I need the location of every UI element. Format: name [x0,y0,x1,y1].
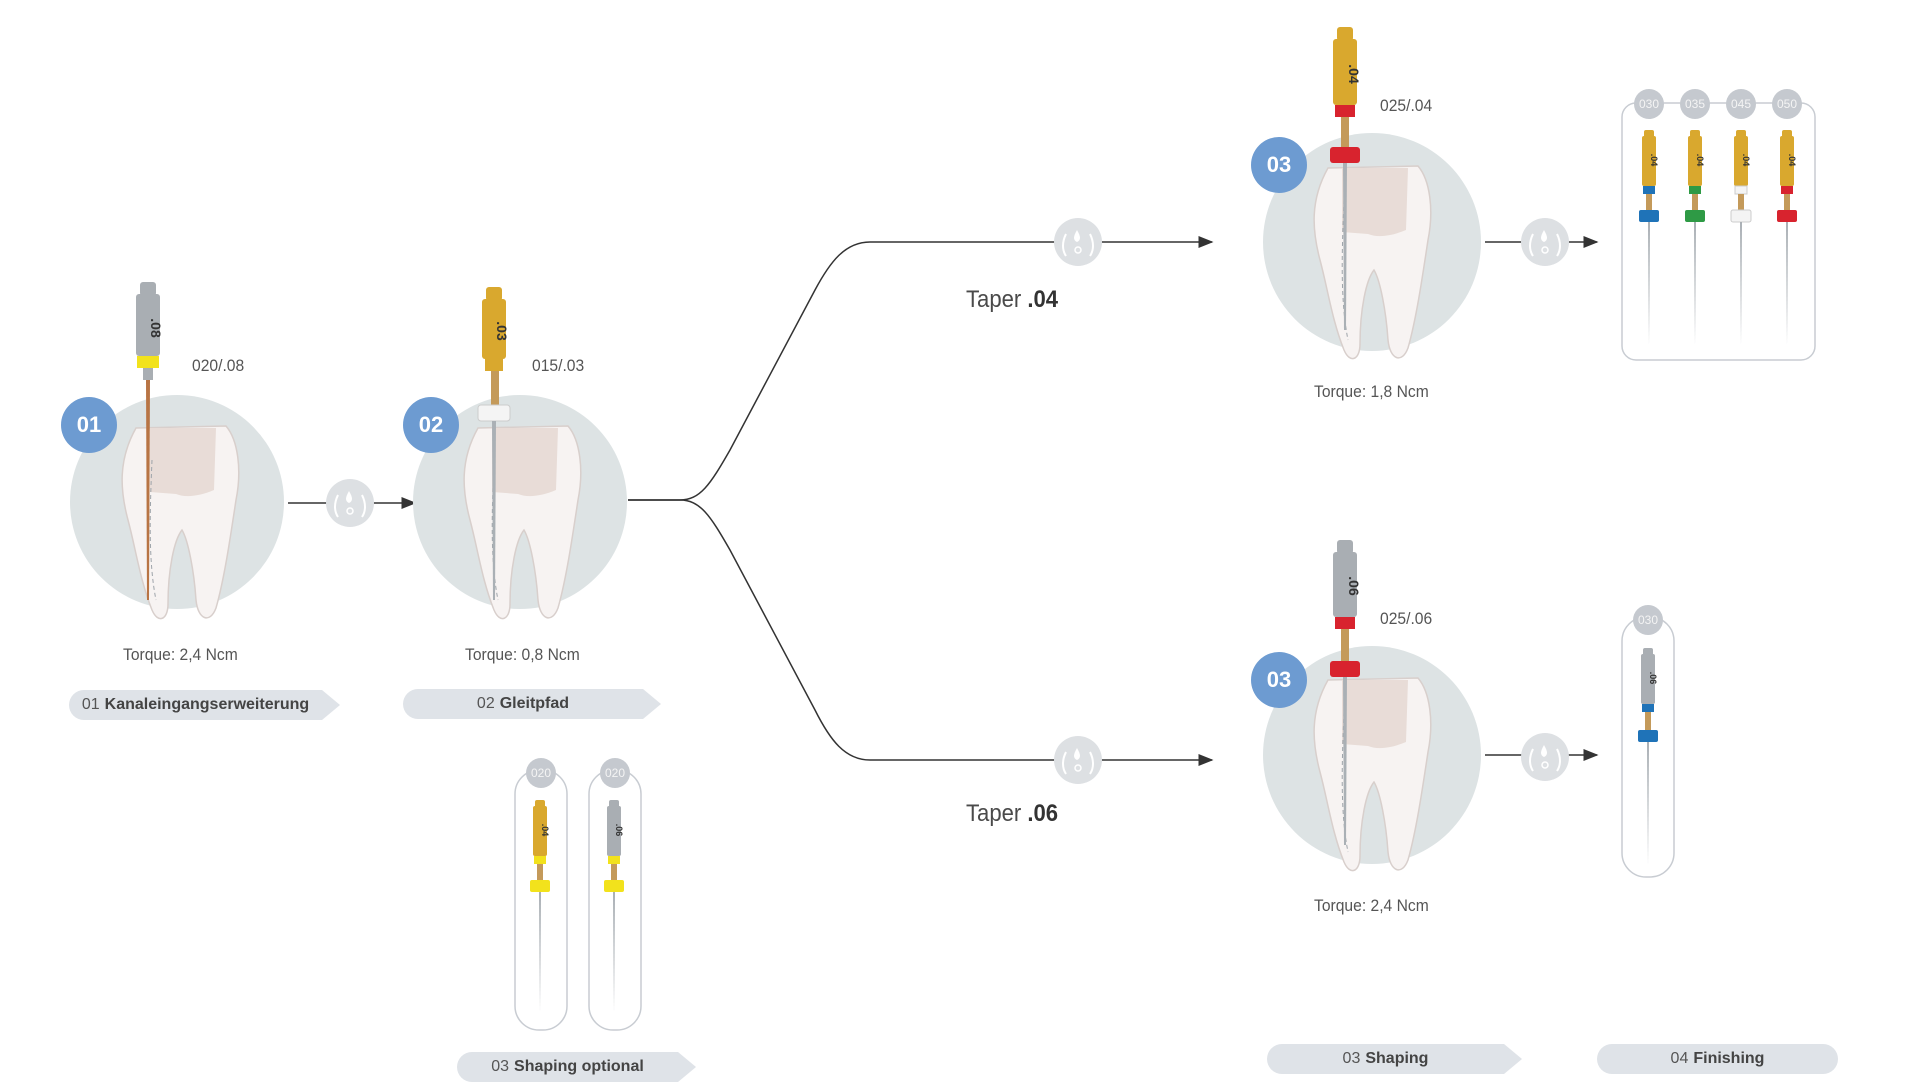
file-size-label-02: 015/.03 [532,356,585,375]
optional-file-1: .04 [530,800,550,1012]
taper-06-prefix: Taper [966,800,1028,827]
arrow-to-taper-04 [628,236,1214,501]
arrow-to-taper-06 [628,499,1214,766]
file-02-shank-label: .03 [494,321,510,341]
step-badge-02: 02 [403,397,459,453]
step-02-name: Gleitpfad [499,695,570,712]
step-04-name: Finishing [1693,1050,1765,1067]
size-chip-finishing-035: 035 [1680,89,1710,119]
step-01-num: 01 [81,696,100,713]
file-01-shank-label: .08 [148,318,164,338]
torque-label-02: Torque: 0,8 Ncm [465,645,580,664]
step-02-num: 02 [476,695,495,712]
step-03opt-num: 03 [491,1058,510,1075]
file-025-06: .06 [1330,540,1362,845]
size-chip-optional-2: 020 [600,758,630,788]
size-chip-finishing-050: 050 [1772,89,1802,119]
svg-text:.04: .04 [1787,154,1797,167]
svg-text:.04: .04 [1649,154,1659,167]
finishing-file-035: .04 [1685,130,1705,345]
file-025-04: .04 [1330,27,1362,330]
irrigation-icon-4 [1520,217,1570,267]
svg-text:.04: .04 [1695,154,1705,167]
step-03-name: Shaping [1365,1050,1429,1067]
svg-text:.04: .04 [540,824,550,837]
step-04-num: 04 [1670,1050,1689,1067]
file-size-label-03a: 025/.04 [1380,96,1433,115]
irrigation-icon-2 [1053,217,1103,267]
torque-label-01: Torque: 2,4 Ncm [123,645,238,664]
finishing-file-030-06: .06 [1638,648,1658,865]
step-03opt-name: Shaping optional [514,1058,644,1075]
taper-06-value: .06 [1027,800,1059,827]
step-badge-03b: 03 [1251,652,1307,708]
taper-label-04: Taper .04 [966,286,1058,314]
optional-file-2: .06 [604,800,624,1012]
file-03a-shank-label: .04 [1346,64,1362,84]
size-chip-finishing-045: 045 [1726,89,1756,119]
taper-label-06: Taper .06 [966,800,1058,828]
step-01-name: Kanaleingangserweiterung [104,696,310,713]
size-chip-finishing-06-030: 030 [1633,605,1663,635]
torque-label-03a: Torque: 1,8 Ncm [1314,382,1429,401]
irrigation-icon-1 [325,478,375,528]
step-badge-03a: 03 [1251,137,1307,193]
size-chip-optional-1: 020 [526,758,556,788]
finishing-file-030: .04 [1639,130,1659,345]
taper-04-prefix: Taper [966,286,1028,313]
svg-text:.04: .04 [1741,154,1751,167]
svg-text:.06: .06 [1648,672,1658,685]
finishing-04-frame [1621,102,1816,361]
finishing-file-045: .04 [1730,130,1752,345]
file-015-03: .03 [477,287,511,600]
irrigation-icon-5 [1520,732,1570,782]
size-chip-finishing-030: 030 [1634,89,1664,119]
irrigation-icon-3 [1053,735,1103,785]
file-size-label-01: 020/.08 [192,356,245,375]
torque-label-03b: Torque: 2,4 Ncm [1314,896,1429,915]
finishing-file-050: .04 [1777,130,1797,345]
svg-text:.06: .06 [614,824,624,837]
step-badge-01: 01 [61,397,117,453]
file-size-label-03b: 025/.06 [1380,609,1433,628]
taper-04-value: .04 [1027,286,1059,313]
file-020-08: .08 [136,282,164,600]
file-03b-shank-label: .06 [1346,576,1362,596]
step-03-num: 03 [1342,1050,1361,1067]
